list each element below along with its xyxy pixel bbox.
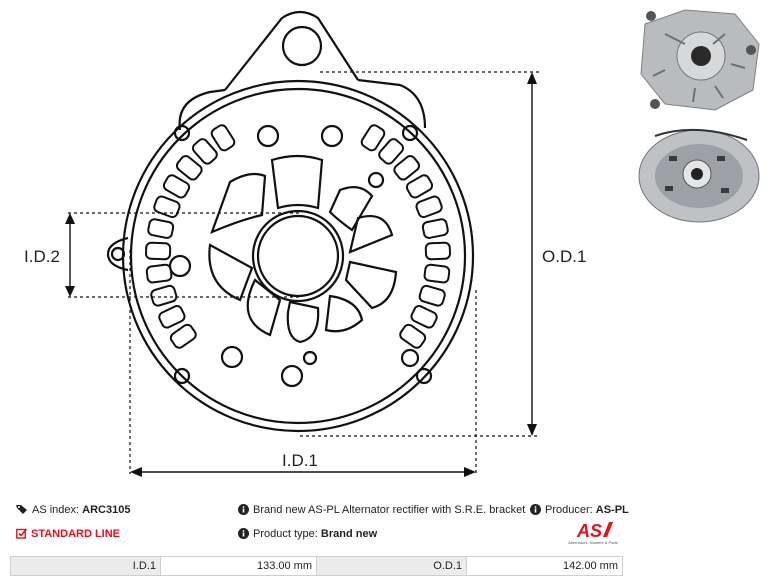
product-type: Product type: Brand new bbox=[238, 527, 377, 541]
as-pl-logo: AS Alternators, Starters & Parts bbox=[568, 521, 618, 545]
standard-line-badge: STANDARD LINE bbox=[16, 527, 120, 541]
info-icon bbox=[238, 528, 249, 539]
check-square-icon bbox=[16, 528, 27, 539]
cooling-slot bbox=[147, 218, 175, 239]
cooling-slot bbox=[192, 138, 218, 165]
info-icon bbox=[238, 504, 249, 515]
cooling-slot bbox=[415, 195, 443, 219]
cooling-slot bbox=[393, 155, 421, 181]
label-id2: I.D.2 bbox=[24, 247, 60, 266]
cooling-slot bbox=[410, 305, 438, 329]
cooling-slot bbox=[175, 155, 203, 181]
cooling-slot bbox=[150, 284, 178, 307]
description: Brand new AS-PL Alternator rectifier wit… bbox=[238, 503, 525, 517]
spec-label: O.D.1 bbox=[316, 556, 467, 576]
cooling-slot bbox=[423, 263, 451, 284]
product-photo-bottom bbox=[635, 122, 763, 226]
spec-label: I.D.1 bbox=[10, 556, 161, 576]
producer-value: AS-PL bbox=[595, 504, 629, 516]
label-od1: O.D.1 bbox=[542, 247, 586, 266]
as-index: AS index: ARC3105 bbox=[16, 503, 130, 517]
cooling-slot bbox=[144, 241, 172, 261]
cooling-slot bbox=[162, 174, 191, 199]
product-photo-top bbox=[635, 4, 763, 116]
info-icon bbox=[530, 504, 541, 515]
svg-text:AS: AS bbox=[576, 521, 602, 540]
cooling-slots bbox=[144, 124, 452, 349]
table-row: I.D.1 133.00 mm O.D.1 142.00 mm bbox=[10, 556, 623, 576]
spec-value: 142.00 mm bbox=[466, 556, 623, 576]
label-id1: I.D.1 bbox=[282, 451, 318, 470]
cooling-slot bbox=[378, 138, 404, 165]
cooling-slot bbox=[418, 284, 446, 307]
product-type-label: Product type: bbox=[253, 528, 318, 540]
technical-drawing: I.D.2 O.D.1 I.D.1 bbox=[24, 10, 586, 477]
description-text: Brand new AS-PL Alternator rectifier wit… bbox=[253, 504, 526, 516]
spec-value: 133.00 mm bbox=[160, 556, 317, 576]
as-index-value: ARC3105 bbox=[82, 504, 131, 516]
cooling-slot bbox=[153, 195, 181, 219]
cooling-slot bbox=[399, 323, 427, 349]
cooling-slot bbox=[360, 124, 386, 152]
producer-label: Producer: bbox=[545, 504, 593, 516]
product-type-value: Brand new bbox=[320, 528, 378, 540]
cooling-slot bbox=[405, 174, 434, 199]
cooling-slot bbox=[424, 241, 452, 261]
standard-line-text: STANDARD LINE bbox=[31, 528, 121, 540]
cooling-slot bbox=[145, 263, 173, 284]
cooling-slot bbox=[421, 218, 449, 239]
producer: Producer: AS-PL bbox=[530, 503, 629, 517]
cooling-slot bbox=[158, 305, 186, 329]
specs-table: I.D.1 133.00 mm O.D.1 142.00 mm bbox=[10, 556, 623, 576]
tag-icon bbox=[16, 505, 27, 514]
cooling-slot bbox=[210, 124, 236, 152]
as-index-label: AS index: bbox=[32, 504, 80, 516]
cooling-slot bbox=[169, 323, 197, 349]
